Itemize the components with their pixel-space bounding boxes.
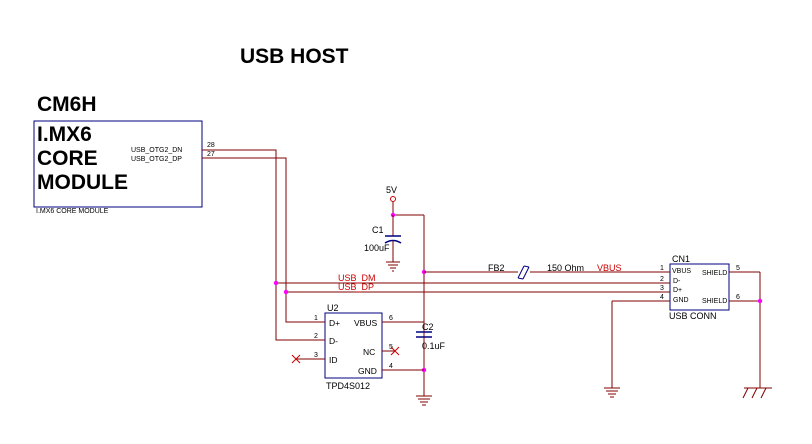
module-name-line-1: I.MX6: [37, 123, 92, 146]
c1-value: 100uF: [364, 243, 390, 253]
module-body: [33, 120, 203, 208]
cn1-pin-number-4: 4: [660, 294, 664, 301]
cn1-pin-name-gnd: GND: [673, 297, 689, 304]
no-connect-nc-icon: [390, 346, 400, 356]
page-title: USB HOST: [240, 45, 349, 68]
u2-pin-number-1: 1: [314, 315, 318, 322]
module-pin-number-dp: 27: [207, 151, 215, 158]
u2-pin-number-4: 4: [389, 363, 393, 370]
junction-usb-dm: [273, 280, 279, 286]
u2-pin-name-dminus: D-: [329, 336, 338, 346]
power-port-symbol: [390, 196, 396, 202]
module-refdes: CM6H: [37, 93, 97, 116]
module-name-line-3: MODULE: [37, 171, 128, 194]
cn1-pin-number-2: 2: [660, 276, 664, 283]
u2-pin-number-3: 3: [314, 352, 318, 359]
wire-otg2-dn: [202, 149, 311, 341]
u2-part: TPD4S012: [326, 381, 370, 391]
net-label-usb-dp: USB_DP: [338, 282, 374, 292]
module-sub-label: I.MX6 CORE MODULE: [36, 208, 109, 215]
fb2-ferrite-symbol: [517, 265, 530, 280]
u2-pin-name-id: ID: [329, 355, 338, 365]
u2-pin-number-6: 6: [389, 315, 393, 322]
u2-pin-name-nc: NC: [363, 347, 375, 357]
c1-plate-bottom: [384, 239, 402, 244]
u2-pin-number-2: 2: [314, 333, 318, 340]
junction-shield: [757, 298, 763, 304]
net-label-usb-dm: USB_DM: [338, 273, 376, 283]
cn1-pin-name-dminus: D-: [673, 278, 681, 285]
module-pin-number-dn: 28: [207, 142, 215, 149]
cn1-pin-number-5: 5: [736, 265, 740, 272]
fb2-refdes: FB2: [488, 263, 505, 273]
power-label: 5V: [386, 185, 397, 195]
cn1-refdes: CN1: [672, 254, 690, 264]
cn1-pin-number-3: 3: [660, 285, 664, 292]
u2-pin-name-vbus: VBUS: [354, 318, 377, 328]
cn1-part: USB CONN: [669, 311, 717, 321]
wire-otg2-dp: [202, 157, 311, 323]
cn1-pin-name-vbus: VBUS: [672, 268, 691, 275]
c2-refdes: C2: [422, 322, 434, 332]
module-pin-name-dn: USB_OTG2_DN: [131, 147, 182, 154]
cn1-pin-name-shield-1: SHIELD: [702, 270, 727, 277]
junction-usb-dp: [283, 289, 289, 295]
cn1-pin-name-dplus: D+: [673, 287, 682, 294]
u2-refdes: U2: [327, 303, 339, 313]
cn1-pin-number-6: 6: [736, 294, 740, 301]
module-pin-name-dp: USB_OTG2_DP: [131, 156, 182, 163]
c2-value: 0.1uF: [422, 341, 446, 351]
u2-pin-name-gnd: GND: [358, 366, 377, 376]
u2-body: [324, 312, 383, 379]
fb2-value: 150 Ohm: [547, 263, 584, 273]
cn1-body: [669, 263, 730, 311]
module-name-line-2: CORE: [37, 147, 98, 170]
u2-pin-name-dplus: D+: [329, 318, 340, 328]
c1-refdes: C1: [372, 225, 384, 235]
cn1-pin-name-shield-2: SHIELD: [702, 298, 727, 305]
cn1-pin-number-1: 1: [660, 265, 664, 272]
chassis-ground-hatch: [742, 387, 767, 399]
net-label-vbus: VBUS: [597, 263, 622, 273]
no-connect-id-icon: [291, 354, 301, 364]
